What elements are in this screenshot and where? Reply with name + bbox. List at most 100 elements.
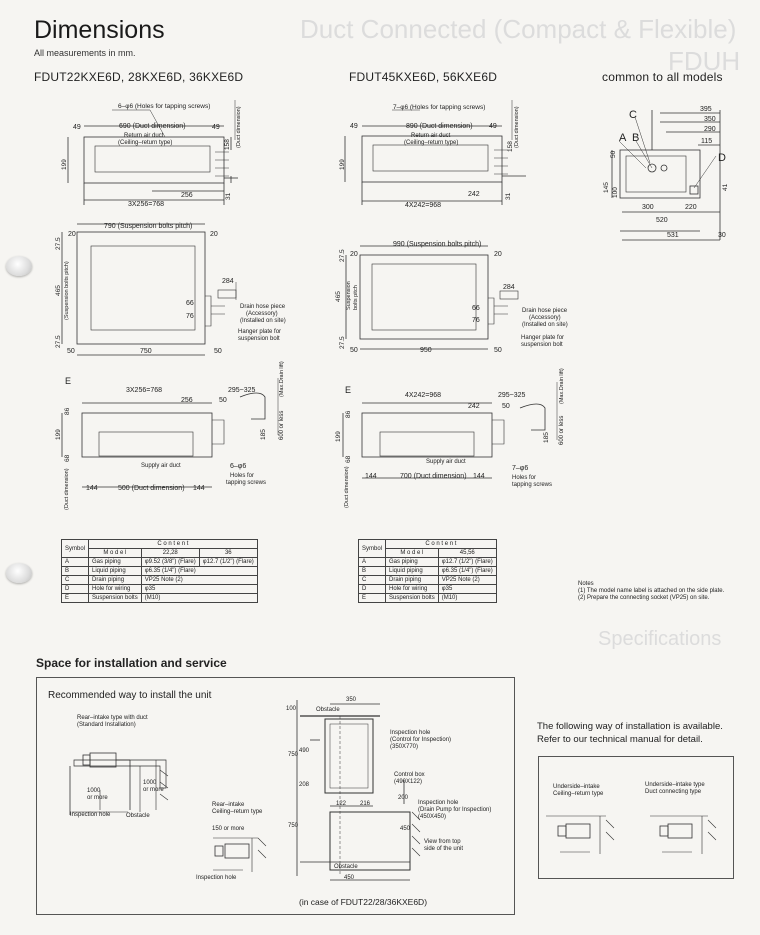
lb-holes6: 6–φ6 xyxy=(230,463,246,470)
lt-49a: 49 xyxy=(73,124,81,131)
mb-supply: Supply air duct xyxy=(426,459,466,465)
mb-600: 600 or less xyxy=(559,416,565,445)
left-mid-view: 790 (Suspension bolts pitch) 20 20 27.5 … xyxy=(55,223,286,356)
mb-700: 700 (Duct dimension) xyxy=(400,473,467,480)
dim-490: 490 xyxy=(299,748,310,754)
rt-290: 290 xyxy=(704,126,716,133)
lm-drain1: Drain hose piece xyxy=(240,304,286,310)
dim-100: 100 xyxy=(286,706,297,712)
lt-31: 31 xyxy=(225,192,232,200)
lm-50b: 50 xyxy=(214,348,222,355)
lb-295: 295~325 xyxy=(228,387,256,394)
mm-20a: 20 xyxy=(350,251,358,258)
mm-drain2: (Accessory) xyxy=(529,315,561,321)
lb-holes1: Holes for xyxy=(230,473,254,479)
notes-2: (2) Prepare the connecting socket (VP25)… xyxy=(578,595,710,601)
inspection-hole-drain: Inspection hole(Drain Pump for Inspectio… xyxy=(418,800,492,820)
mid-top-view: 7–φ6 (Holes for tapping screws) 49 890 (… xyxy=(339,100,526,209)
mb-ductdim: (Duct dimension) xyxy=(344,466,350,508)
model-left: FDUT22KXE6D, 28KXE6D, 36KXE6D xyxy=(34,70,244,84)
install-panel xyxy=(36,677,515,915)
dim-122: 122 xyxy=(336,801,347,807)
inspection-hole-label: Inspection hole xyxy=(70,812,111,818)
lt-49b: 49 xyxy=(212,124,220,131)
rt-520: 520 xyxy=(656,217,668,224)
mt-49a: 49 xyxy=(350,123,358,130)
mm-465: 465 xyxy=(335,291,342,302)
lm-465: 465 xyxy=(55,285,62,296)
t1-h-content: C o n t e n t xyxy=(88,539,258,549)
rt-41: 41 xyxy=(722,183,729,191)
lb-50: 50 xyxy=(219,397,227,404)
lb-256: 256 xyxy=(181,397,193,404)
rt-30: 30 xyxy=(718,232,726,239)
lb-ductdim: (Duct dimension) xyxy=(64,468,70,510)
mm-990: 990 (Suspension bolts pitch) xyxy=(393,241,481,248)
mm-50a: 50 xyxy=(350,347,358,354)
lm-76: 76 xyxy=(186,313,194,320)
ghost-title: Duct Connected (Compact & Flexible) xyxy=(300,14,737,44)
ghost-spec: Specifications xyxy=(598,628,722,650)
mm-drain1: Drain hose piece xyxy=(522,308,568,314)
lm-20a: 20 xyxy=(68,231,76,238)
left-top-view: 6–φ6 (Holes for tapping screws) 49 690 (… xyxy=(61,100,242,208)
mm-susp1: Suspension xyxy=(346,281,352,310)
lb-holes2: tapping screws xyxy=(226,480,266,486)
mt-31: 31 xyxy=(505,192,512,200)
page-title: Dimensions xyxy=(34,16,165,44)
lm-hanger1: Hanger plate for xyxy=(238,329,281,335)
mt-242: 242 xyxy=(468,191,480,198)
rt-C: C xyxy=(629,109,637,121)
alt-install-panel xyxy=(538,756,734,879)
lm-275: 27.5 xyxy=(55,237,62,250)
notes-block: Notes (1) The model name label is attach… xyxy=(578,581,724,602)
mt-return1: Return air duct xyxy=(411,133,451,139)
lm-284: 284 xyxy=(222,278,234,285)
ghost-sub: FDUH xyxy=(668,46,741,76)
recommended-label: Recommended way to install the unit xyxy=(48,690,212,701)
mb-295: 295~325 xyxy=(498,392,526,399)
dim-350: 350 xyxy=(346,697,357,703)
lm-790: 790 (Suspension bolts pitch) xyxy=(104,223,192,230)
t1-h-c2: 36 xyxy=(198,548,258,558)
rt-300: 300 xyxy=(642,204,654,211)
mt-4x242: 4X242=968 xyxy=(405,202,441,209)
lt-3x256: 3X256=768 xyxy=(128,201,164,208)
mb-4x242: 4X242=968 xyxy=(405,392,441,399)
lm-66: 66 xyxy=(186,300,194,307)
notes-1: (1) The model name label is attached on … xyxy=(578,588,725,594)
mm-hanger2: suspension bolt xyxy=(521,342,563,348)
lb-E: E xyxy=(65,376,71,386)
mm-950: 950 xyxy=(420,347,432,354)
alt-install-text: The following way of installation is ava… xyxy=(537,721,723,745)
rt-350: 350 xyxy=(704,116,716,123)
dim-750: 750 xyxy=(288,752,299,758)
mb-68: 68 xyxy=(345,455,352,463)
t2-h-content: C o n t e n t xyxy=(385,539,497,549)
mt-49b: 49 xyxy=(489,123,497,130)
lb-3x256: 3X256=768 xyxy=(126,387,162,394)
lb-144b: 144 xyxy=(193,485,205,492)
mb-holes7: 7–φ6 xyxy=(512,465,528,472)
in-case-label: (in case of FDUT22/28/36KXE6D) xyxy=(299,897,428,907)
lb-500: 500 (Duct dimension) xyxy=(118,485,185,492)
model-right: common to all models xyxy=(602,70,723,84)
t2-h-symbol: Symbol xyxy=(357,539,387,558)
mm-275: 27.5 xyxy=(339,249,346,262)
mm-284: 284 xyxy=(503,284,515,291)
notes-title: Notes xyxy=(578,581,594,587)
dim-450v: 450 xyxy=(400,826,411,832)
lb-86: 86 xyxy=(64,407,71,415)
mb-E: E xyxy=(345,385,351,395)
lm-20b: 20 xyxy=(210,231,218,238)
t1-h-symbol: Symbol xyxy=(60,539,90,558)
lb-drainlift: (Max.Drain lift) xyxy=(279,361,285,397)
lt-256: 256 xyxy=(181,192,193,199)
